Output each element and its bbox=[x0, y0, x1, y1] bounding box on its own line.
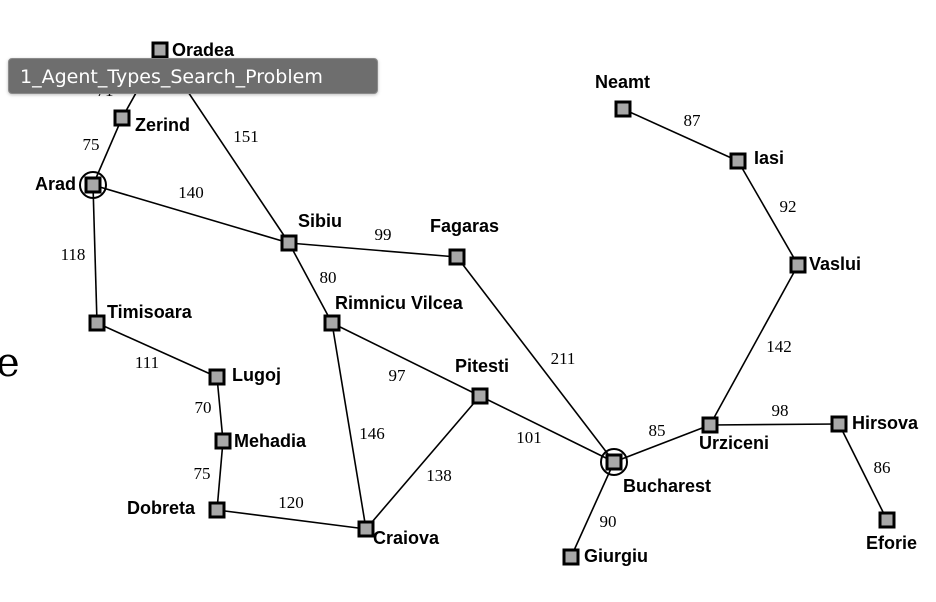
city-node-zerind bbox=[113, 109, 131, 127]
distance-label-dobreta-craiova: 120 bbox=[278, 493, 304, 512]
city-label-eforie: Eforie bbox=[866, 533, 917, 553]
distance-label-iasi-neamt: 87 bbox=[684, 111, 702, 130]
distance-label-hirsova-eforie: 86 bbox=[874, 458, 891, 477]
city-node-iasi bbox=[729, 152, 747, 170]
city-label-hirsova: Hirsova bbox=[852, 413, 919, 433]
road-mehadia-dobreta bbox=[216, 440, 224, 511]
roads bbox=[92, 49, 888, 558]
city-node-sibiu bbox=[280, 234, 298, 252]
distance-label-urziceni-hirsova: 98 bbox=[772, 401, 789, 420]
road-pitesti-bucharest bbox=[479, 395, 615, 463]
city-node-craiova bbox=[357, 520, 375, 538]
road-rimnicu-craiova bbox=[331, 322, 367, 530]
city-label-pitesti: Pitesti bbox=[455, 356, 509, 376]
cities bbox=[79, 41, 896, 566]
distance-label-pitesti-bucharest: 101 bbox=[516, 428, 542, 447]
distance-label-oradea-sibiu: 151 bbox=[233, 127, 259, 146]
city-label-zerind: Zerind bbox=[135, 115, 190, 135]
distance-label-bucharest-urziceni: 85 bbox=[649, 421, 666, 440]
city-label-arad: Arad bbox=[35, 174, 76, 194]
distance-label-rimnicu-craiova: 146 bbox=[359, 424, 385, 443]
distance-label-urziceni-vaslui: 142 bbox=[766, 337, 792, 356]
road-urziceni-vaslui bbox=[709, 264, 799, 426]
city-label-rimnicu: Rimnicu Vilcea bbox=[335, 293, 464, 313]
road-lugoj-mehadia bbox=[216, 376, 224, 442]
road-bucharest-urziceni bbox=[613, 424, 711, 463]
road-dobreta-craiova bbox=[216, 509, 367, 530]
road-hirsova-eforie bbox=[838, 423, 888, 521]
road-sibiu-rimnicu bbox=[288, 242, 333, 324]
city-label-giurgiu: Giurgiu bbox=[584, 546, 648, 566]
city-label-lugoj: Lugoj bbox=[232, 365, 281, 385]
distance-label-zerind-arad: 75 bbox=[83, 135, 100, 154]
city-label-neamt: Neamt bbox=[595, 72, 650, 92]
city-highlight-ring-arad bbox=[79, 171, 107, 199]
road-rimnicu-pitesti bbox=[331, 322, 481, 397]
city-node-giurgiu bbox=[562, 548, 580, 566]
city-label-bucharest: Bucharest bbox=[623, 476, 711, 496]
city-node-lugoj bbox=[208, 368, 226, 386]
city-node-fagaras bbox=[448, 248, 466, 266]
distance-label-mehadia-dobreta: 75 bbox=[194, 464, 211, 483]
city-node-mehadia bbox=[214, 432, 232, 450]
distance-label-arad-timisoara: 118 bbox=[61, 245, 86, 264]
city-node-dobreta bbox=[208, 501, 226, 519]
distance-label-sibiu-fagaras: 99 bbox=[375, 225, 392, 244]
window-title-tooltip: 1_Agent_Types_Search_Problem bbox=[8, 58, 378, 94]
distance-label-vaslui-iasi: 92 bbox=[780, 197, 797, 216]
city-node-neamt bbox=[614, 100, 632, 118]
city-node-eforie bbox=[878, 511, 896, 529]
city-label-oradea: Oradea bbox=[172, 40, 235, 60]
road-arad-timisoara bbox=[92, 184, 98, 324]
distance-label-sibiu-rimnicu: 80 bbox=[320, 268, 337, 287]
distance-label-fagaras-bucharest: 211 bbox=[551, 349, 576, 368]
road-timisoara-lugoj bbox=[96, 322, 218, 378]
city-node-hirsova bbox=[830, 415, 848, 433]
road-distances: 7115175140118111707512099809714613810121… bbox=[61, 81, 891, 531]
road-fagaras-bucharest bbox=[456, 256, 615, 463]
city-node-timisoara bbox=[88, 314, 106, 332]
road-bucharest-giurgiu bbox=[570, 461, 615, 558]
distance-label-lugoj-mehadia: 70 bbox=[195, 398, 212, 417]
distance-label-bucharest-giurgiu: 90 bbox=[600, 512, 617, 531]
road-urziceni-hirsova bbox=[709, 423, 840, 426]
city-label-timisoara: Timisoara bbox=[107, 302, 193, 322]
city-node-pitesti bbox=[471, 387, 489, 405]
city-label-vaslui: Vaslui bbox=[809, 254, 861, 274]
city-label-sibiu: Sibiu bbox=[298, 211, 342, 231]
city-highlight-ring-bucharest bbox=[600, 448, 628, 476]
road-arad-sibiu bbox=[92, 184, 290, 244]
city-label-urziceni: Urziceni bbox=[699, 433, 769, 453]
city-label-dobreta: Dobreta bbox=[127, 498, 196, 518]
city-node-urziceni bbox=[701, 416, 719, 434]
city-label-iasi: Iasi bbox=[754, 148, 784, 168]
road-vaslui-iasi bbox=[737, 160, 799, 266]
city-node-arad bbox=[84, 176, 102, 194]
city-node-rimnicu bbox=[323, 314, 341, 332]
distance-label-craiova-pitesti: 138 bbox=[426, 466, 452, 485]
distance-label-timisoara-lugoj: 111 bbox=[135, 353, 159, 372]
road-iasi-neamt bbox=[622, 108, 739, 162]
road-sibiu-fagaras bbox=[288, 242, 458, 258]
city-label-fagaras: Fagaras bbox=[430, 216, 499, 236]
cropped-slide-text: e bbox=[0, 340, 20, 386]
city-label-mehadia: Mehadia bbox=[234, 431, 307, 451]
distance-label-arad-sibiu: 140 bbox=[178, 183, 204, 202]
distance-label-rimnicu-pitesti: 97 bbox=[389, 366, 407, 385]
city-label-craiova: Craiova bbox=[373, 528, 440, 548]
city-node-bucharest bbox=[605, 453, 623, 471]
road-craiova-pitesti bbox=[365, 395, 481, 530]
city-node-oradea bbox=[151, 41, 169, 59]
city-node-vaslui bbox=[789, 256, 807, 274]
